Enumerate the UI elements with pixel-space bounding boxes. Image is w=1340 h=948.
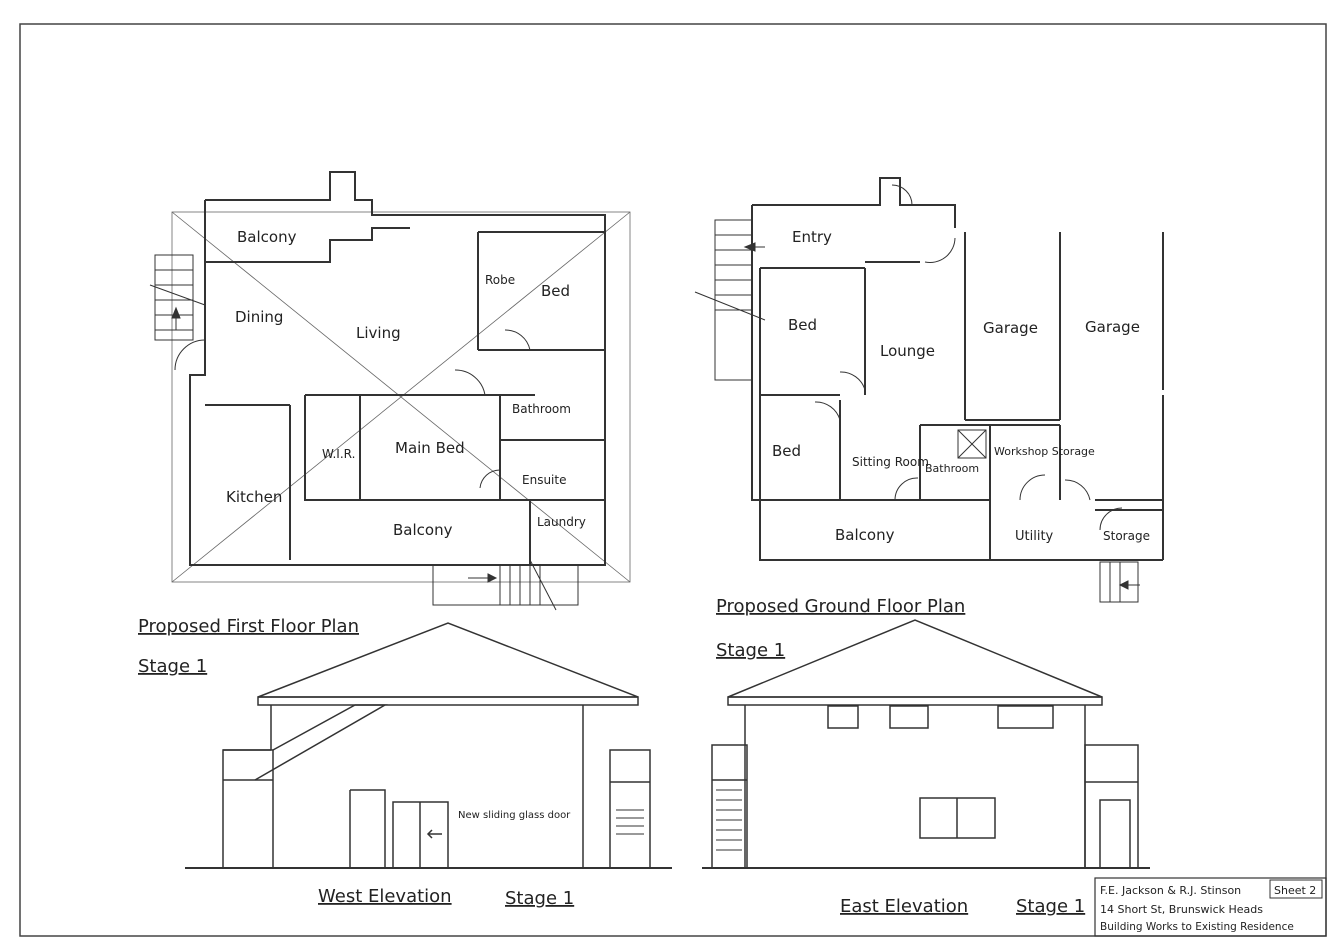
ground-floor-plan [694,177,1164,603]
east-door [1099,799,1131,869]
first-floor-labels: Balcony Dining Living Robe Bed Bathroom … [138,228,586,677]
east-window-3 [997,705,1054,729]
sitting-room-label: Sitting Room [852,455,929,469]
wir-label: W.I.R. [322,447,355,461]
ground-stair-west [694,219,766,381]
title-block-description: Building Works to Existing Residence [1100,921,1294,933]
sliding-door-note: New sliding glass door [458,810,571,821]
title-block-owners: F.E. Jackson & R.J. Stinson [1100,884,1241,897]
title-block-sheet: Sheet 2 [1274,884,1316,897]
west-elevation [185,622,672,869]
ground-floor-title: Proposed Ground Floor Plan [716,596,965,617]
construction-lines [171,211,631,583]
laundry-label: Laundry [537,515,586,529]
east-elevation-title: East Elevation [840,896,968,917]
first-floor-outer-wall [189,171,606,566]
bathroom-label: Bathroom [512,402,571,416]
ground-door-swings [814,184,1123,531]
east-window-2 [889,705,929,729]
first-floor-interior-walls [205,227,605,565]
robe-label: Robe [485,273,515,287]
west-elevation-title: West Elevation [318,886,452,907]
workshop-storage-label: Workshop Storage [994,445,1095,458]
kitchen-label: Kitchen [226,488,282,506]
balcony-top-label: Balcony [237,228,297,246]
west-elevation-stage: Stage 1 [505,888,574,909]
first-floor-stage: Stage 1 [138,656,207,677]
ensuite-label: Ensuite [522,473,566,487]
ground-floor-outer-wall [752,177,956,228]
sheet-border [19,23,1327,937]
west-stair [149,254,206,341]
west-elevation-labels: New sliding glass door West Elevation St… [318,810,574,909]
east-elevation-stage: Stage 1 [1016,896,1085,917]
garage-left-label: Garage [983,319,1038,337]
ground-floor-labels: Entry Bed Lounge Garage Garage Bed Sitti… [716,228,1150,661]
entry-label: Entry [792,228,832,246]
storage-label: Storage [1103,529,1150,543]
title-block: F.E. Jackson & R.J. Stinson Sheet 2 14 S… [1094,877,1327,937]
east-window-1 [827,705,859,729]
south-stair [432,559,579,611]
door-swings [174,329,531,489]
utility-label: Utility [1015,529,1054,544]
bed-lower-label: Bed [772,442,801,460]
garage-right-label: Garage [1085,318,1140,336]
main-bed-label: Main Bed [395,439,465,457]
living-label: Living [356,324,401,342]
east-elevation-labels: East Elevation Stage 1 [840,896,1085,917]
first-floor-title: Proposed First Floor Plan [138,616,359,637]
title-block-address: 14 Short St, Brunswick Heads [1100,903,1263,916]
balcony-ground-label: Balcony [835,526,895,544]
lounge-label: Lounge [880,342,935,360]
bed-label: Bed [541,282,570,300]
bed-upper-label: Bed [788,316,817,334]
ground-floor-stage: Stage 1 [716,640,785,661]
first-floor-plan [149,171,631,611]
dining-label: Dining [235,308,283,326]
east-elevation [702,619,1150,869]
ground-stair-east [1099,561,1140,603]
bathroom-ground-label: Bathroom [925,462,979,475]
balcony-bottom-label: Balcony [393,521,453,539]
